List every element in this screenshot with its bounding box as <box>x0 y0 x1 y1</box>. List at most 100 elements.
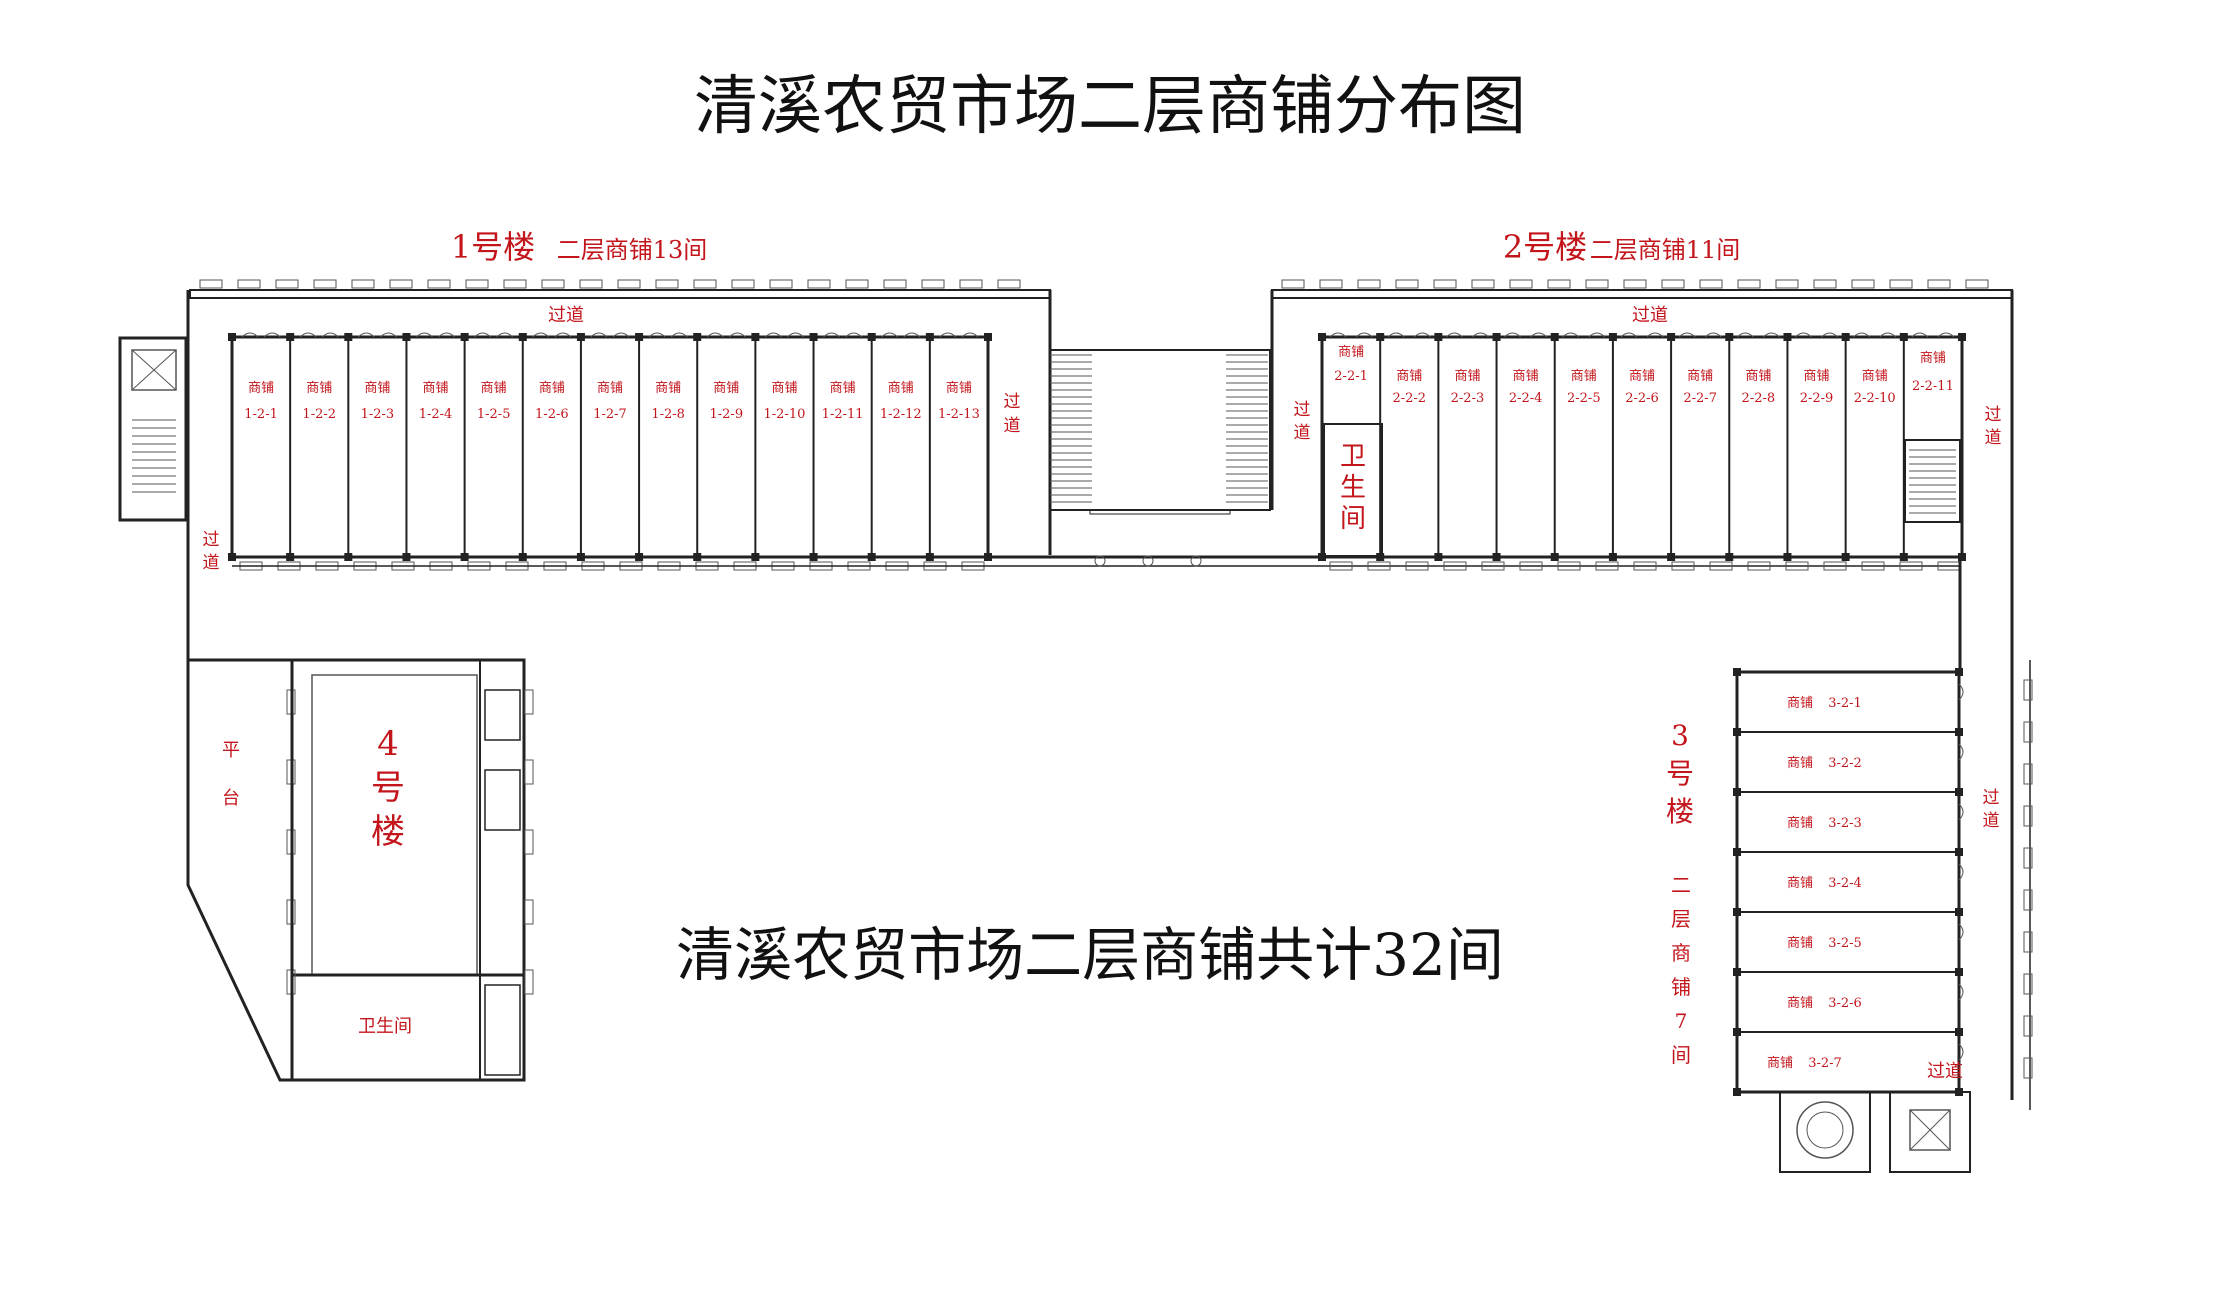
shop-1-2-2: 商铺 1-2-2 <box>286 332 339 561</box>
shop-code-3-2-4: 3-2-4 <box>1828 876 1862 891</box>
shop-code-1-2-8: 1-2-8 <box>651 407 685 422</box>
corridor-label-left-1: 过 <box>203 530 220 550</box>
corridor-label-b3-right-1: 过 <box>1983 788 2000 808</box>
shop-word-1-2-2: 商铺 <box>306 381 332 396</box>
shop-code-2-2-4: 2-2-4 <box>1509 391 1543 406</box>
building1-shops: 商铺1-2-1商铺1-2-2商铺1-2-3商铺1-2-4商铺1-2-5商铺1-2… <box>228 332 992 561</box>
shop-code-2-2-5: 2-2-5 <box>1567 391 1601 406</box>
shop-code-1-2-6: 1-2-6 <box>535 407 569 422</box>
building3-sub: 二层商铺 7 间 <box>1671 873 1691 1067</box>
shop-word-3-2-7: 商铺 <box>1767 1056 1793 1071</box>
shop-code-3-2-2: 3-2-2 <box>1828 756 1862 771</box>
shop-word-1-2-11: 商铺 <box>830 381 856 396</box>
shop-1-2-11: 商铺 1-2-11 <box>809 332 864 561</box>
shop-word-1-2-9: 商铺 <box>713 381 739 396</box>
shop-word-3-2-3: 商铺 <box>1787 816 1813 831</box>
shop-word-3-2-6: 商铺 <box>1787 996 1813 1011</box>
shop-code-2-2-6: 2-2-6 <box>1625 391 1659 406</box>
building3-sub-char1: 二 <box>1671 873 1691 897</box>
shop-code-1-2-13: 1-2-13 <box>938 407 980 422</box>
shop-code-3-2-6: 3-2-6 <box>1828 996 1862 1011</box>
shop-word-3-2-4: 商铺 <box>1787 876 1813 891</box>
building4-label-char2: 号 <box>371 768 405 808</box>
shop-2-2-11: 商铺 2-2-11 <box>1899 332 1955 561</box>
shop-word-2-2-11: 商铺 <box>1920 351 1946 366</box>
corridor-label-b2-right-1: 过 <box>1985 405 2002 425</box>
building3-stairs <box>1779 1091 1971 1173</box>
building3-sub-char4: 铺 <box>1671 975 1691 999</box>
building1-sub: 二层商铺13间 <box>557 236 708 264</box>
building3-sub-char3: 商 <box>1671 941 1691 965</box>
shop-code-3-2-7: 3-2-7 <box>1808 1056 1842 1071</box>
shop-1-2-3: 商铺1-2-3 <box>344 332 397 561</box>
shop-code-1-2-12: 1-2-12 <box>880 407 922 422</box>
restroom-b2-char1: 卫 <box>1340 442 1366 472</box>
corridor-label-b2-top: 过道 <box>1632 305 1668 326</box>
shop-word-1-2-10: 商铺 <box>771 381 797 396</box>
shop-word-1-2-8: 商铺 <box>655 381 681 396</box>
shop-code-2-2-3: 2-2-3 <box>1451 391 1485 406</box>
shop-word-2-2-3: 商铺 <box>1454 369 1480 384</box>
shop-code-3-2-5: 3-2-5 <box>1828 936 1862 951</box>
total-shops-label: 清溪农贸市场二层商铺共计32间 <box>676 921 1504 989</box>
shop-3-2-5: 商铺 3-2-5 <box>1733 908 1964 951</box>
shop-1-2-8: 商铺 1-2-8 <box>635 332 688 561</box>
corridor-label-b2-right-2: 道 <box>1985 428 2002 448</box>
corridor-label-b1-top: 过道 <box>548 305 584 326</box>
shop-1-2-4: 商铺1-2-4 <box>402 332 455 561</box>
shop-word-3-2-5: 商铺 <box>1787 936 1813 951</box>
building4-restroom: 卫生间 <box>358 1016 412 1037</box>
building3-label: 3号楼 <box>1666 719 1694 828</box>
restroom-b2-char3: 间 <box>1340 504 1366 534</box>
building3-sub-char5: 7 <box>1675 1009 1688 1033</box>
shop-code-1-2-1: 1-2-1 <box>244 407 278 422</box>
shop-word-2-2-8: 商铺 <box>1745 369 1771 384</box>
shop-2-2-6: 商铺2-2-6 <box>1608 332 1664 561</box>
building3-label-char3: 楼 <box>1666 795 1694 828</box>
shop-word-2-2-1: 商铺 <box>1338 345 1364 360</box>
shop-code-1-2-11: 1-2-11 <box>822 407 864 422</box>
corridor-label-left-2: 道 <box>203 553 220 573</box>
shop-code-3-2-3: 3-2-3 <box>1828 816 1862 831</box>
shop-3-2-2: 商铺 3-2-2 <box>1733 728 1964 771</box>
shop-code-2-2-7: 2-2-7 <box>1683 391 1717 406</box>
central-stairs <box>1049 349 1271 515</box>
corridor-label-b1-right-2: 道 <box>1004 416 1021 436</box>
shop-word-3-2-1: 商铺 <box>1787 696 1813 711</box>
platform: 平 台 <box>186 658 294 1082</box>
shop-word-1-2-3: 商铺 <box>364 381 390 396</box>
corridor-label-b3-right-2: 道 <box>1983 811 2000 831</box>
shop-2-2-2: 商铺 2-2-2 <box>1376 332 1431 561</box>
shop-word-2-2-5: 商铺 <box>1571 369 1597 384</box>
left-stair <box>118 336 188 522</box>
building3-sub-char6: 间 <box>1671 1043 1691 1067</box>
shop-word-1-2-13: 商铺 <box>946 381 972 396</box>
shop-1-2-1: 商铺1-2-1 <box>228 332 281 561</box>
shop-1-2-12: 商铺1-2-12 <box>867 332 922 561</box>
platform-char2: 台 <box>222 788 240 809</box>
shop-code-2-2-2: 2-2-2 <box>1392 391 1426 406</box>
shop-word-3-2-2: 商铺 <box>1787 756 1813 771</box>
building3-sub-char2: 层 <box>1671 907 1691 931</box>
shop-1-2-10: 商铺 1-2-10 <box>751 332 806 561</box>
shop-word-2-2-2: 商铺 <box>1396 369 1422 384</box>
shop-2-2-5: 商铺 2-2-5 <box>1550 332 1606 561</box>
shop-2-2-3: 商铺 2-2-3 <box>1434 332 1489 561</box>
shop-code-1-2-10: 1-2-10 <box>764 407 806 422</box>
shop-word-1-2-7: 商铺 <box>597 381 623 396</box>
shop-code-1-2-2: 1-2-2 <box>302 407 336 422</box>
building3-label-char1: 3 <box>1671 719 1689 752</box>
shop-3-2-3: 商铺 3-2-3 <box>1733 788 1964 831</box>
shop-2-2-4: 商铺2-2-4 <box>1492 332 1548 561</box>
shop-code-2-2-11: 2-2-11 <box>1912 379 1954 394</box>
shop-code-1-2-9: 1-2-9 <box>710 407 744 422</box>
building3-outline <box>1735 557 2033 1110</box>
building4-label: 4号楼 <box>371 724 405 852</box>
corridor-label-b2-left-2: 道 <box>1294 423 1311 443</box>
page-title: 清溪农贸市场二层商铺分布图 <box>694 70 1526 144</box>
building2-sub: 二层商铺11间 <box>1590 236 1741 264</box>
shop-3-2-4: 商铺 3-2-4 <box>1733 848 1964 891</box>
corridor-label-b2-left-1: 过 <box>1294 400 1311 420</box>
